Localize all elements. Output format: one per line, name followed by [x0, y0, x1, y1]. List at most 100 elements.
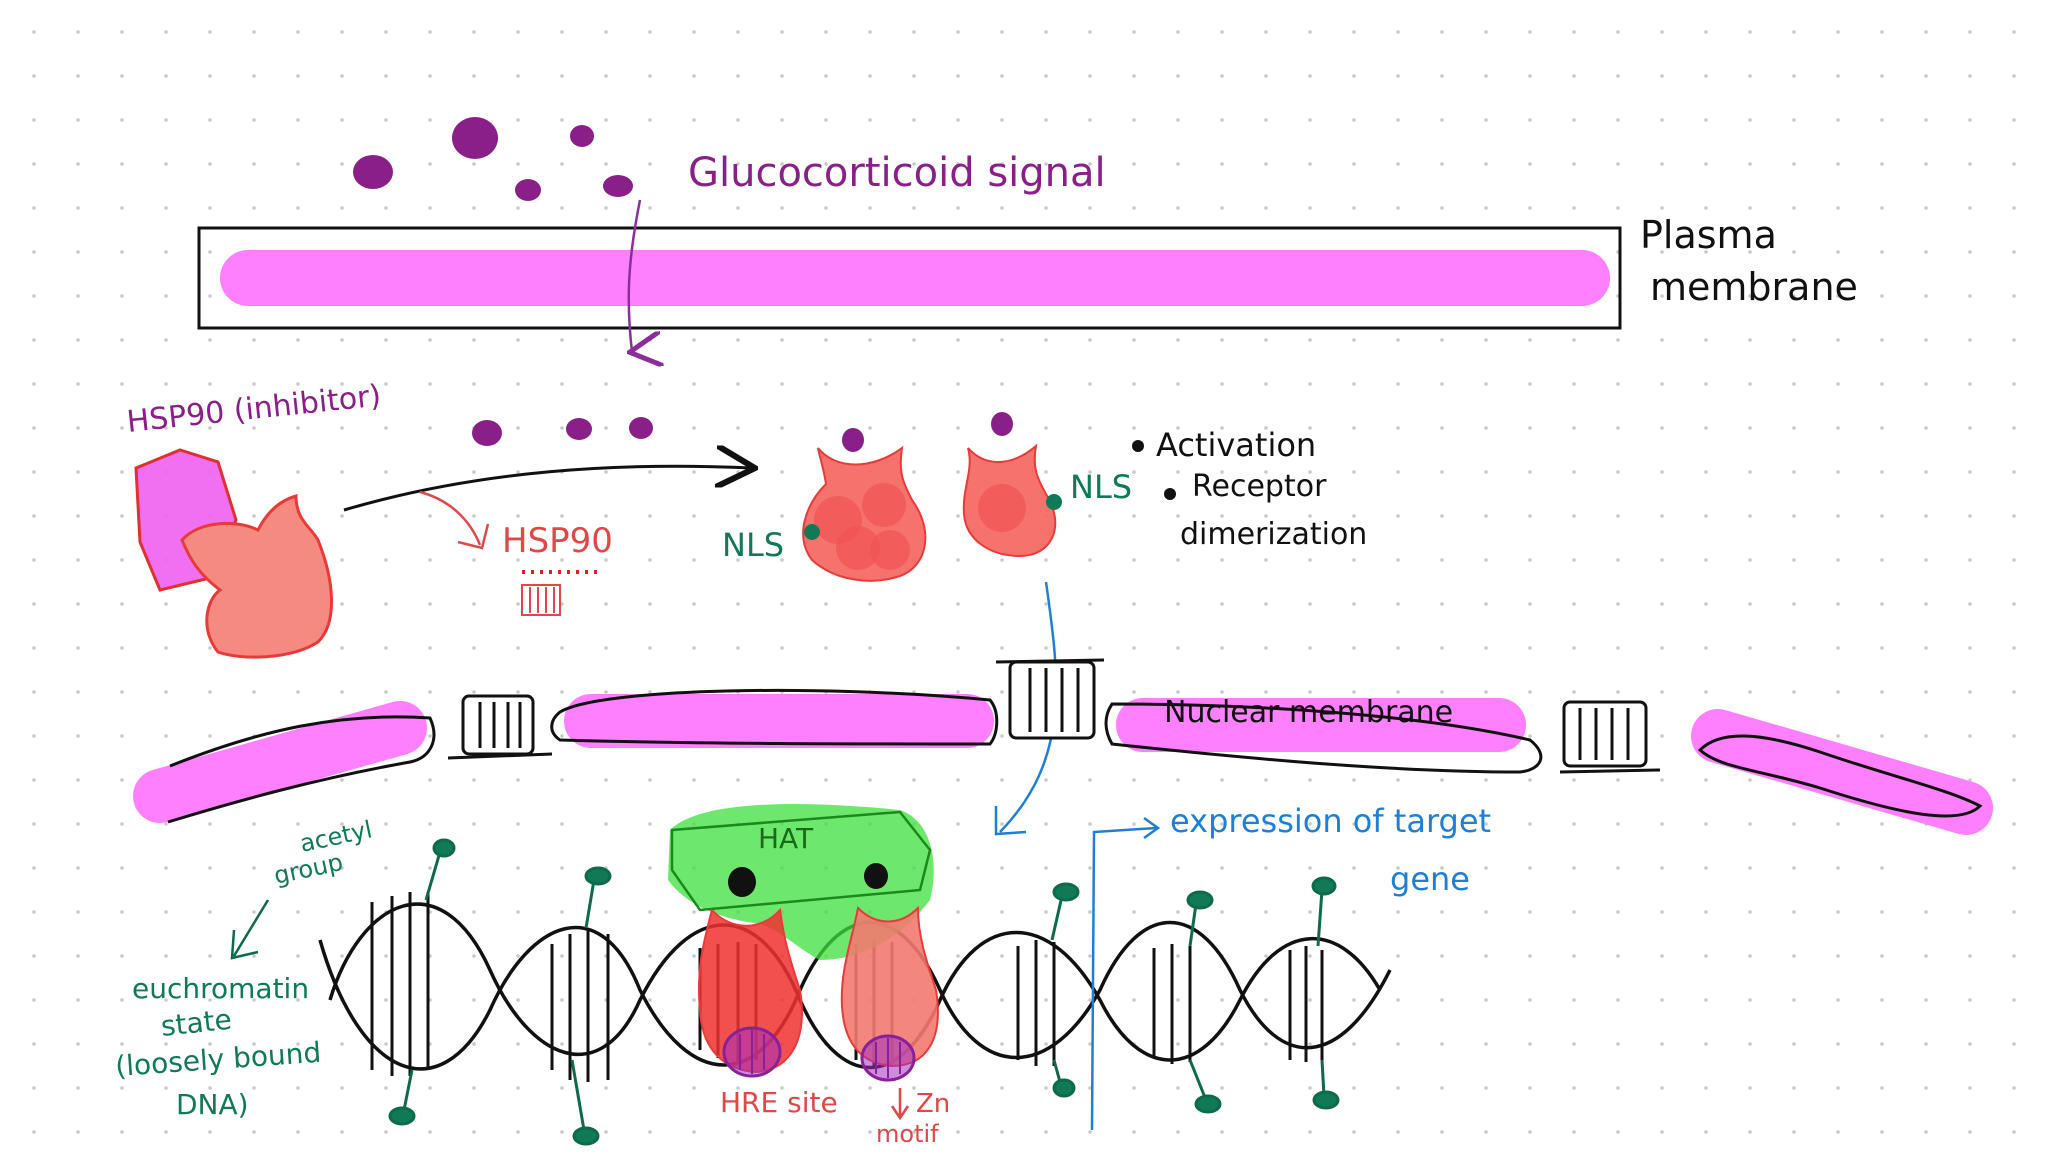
nuclear-envelope-segment	[1691, 709, 1993, 835]
hat-binding-dot	[864, 863, 888, 889]
event-dimerization: dimerization	[1180, 517, 1367, 552]
nuclear-pore-channels	[1578, 708, 1630, 760]
event-activation: Activation	[1156, 426, 1316, 464]
acetyl-group-icon	[1052, 882, 1080, 902]
acetyl-group-label-line2: group	[271, 848, 345, 890]
ligand-dot	[991, 412, 1013, 436]
inactive-receptor	[180, 494, 334, 659]
hsp90-released-label: HSP90	[502, 521, 613, 561]
receptor-left-blob	[836, 526, 880, 570]
bound-receptor-left	[697, 907, 803, 1074]
activation-arrow	[343, 466, 752, 512]
receptor-left-blob	[862, 483, 906, 527]
bullet	[1164, 488, 1176, 500]
euchromatin-label-line3: (loosely bound	[114, 1036, 322, 1083]
zn-motif-label-line1: Zn	[916, 1089, 950, 1119]
bound-receptor-right	[840, 905, 939, 1068]
hat-label: HAT	[758, 822, 814, 855]
plasma-membrane-bilayer	[220, 250, 1610, 306]
receptor-left-blob	[870, 530, 910, 570]
expression-arrowhead	[1143, 816, 1161, 840]
nuclear-pore	[447, 694, 553, 760]
acetyl-group-icon	[388, 1106, 416, 1126]
ligand-dot	[603, 175, 633, 197]
plasma-membrane-label-line2: membrane	[1650, 265, 1858, 309]
ligand-dot	[570, 125, 594, 147]
hsp90-receptor-complex	[134, 448, 334, 659]
activated-receptor-dimer	[802, 412, 1062, 582]
nuclear-membrane-label: Nuclear membrane	[1164, 695, 1453, 730]
nuclear-envelope-segment	[133, 701, 427, 823]
acetyl-group-icon	[1052, 1078, 1076, 1098]
nuclear-envelope-segment	[1116, 698, 1526, 752]
nuclear-pore-body	[1562, 700, 1648, 768]
hsp90-inhibitor-label: HSP90 (inhibitor)	[125, 378, 383, 439]
acetyl-group-icon	[584, 866, 612, 886]
ligand-dot	[629, 417, 653, 439]
nuclear-envelope-outline	[167, 715, 436, 824]
nuclear-pore	[995, 658, 1105, 740]
bullet	[1132, 440, 1144, 452]
hsp90-fragment-box	[521, 584, 561, 616]
hsp90-release-arrowhead	[457, 523, 490, 550]
dna-strand-top	[328, 902, 1382, 1070]
ligand-dot	[566, 418, 592, 440]
acetyl-group-icon	[572, 1126, 600, 1146]
euchromatin-label-line4: DNA)	[176, 1088, 249, 1121]
nuclear-pore-body	[461, 694, 535, 756]
ligand-dot	[353, 155, 393, 189]
nuclear-pore-channels	[478, 702, 522, 748]
hre-zinc-finger-left	[722, 1026, 782, 1078]
plasma-membrane	[197, 226, 1622, 330]
glucocorticoid-signal-label: Glucocorticoid signal	[688, 150, 1106, 196]
hre-site-label: HRE site	[720, 1086, 838, 1119]
nuclear-envelope-segment	[564, 694, 994, 748]
ligand-dot	[842, 428, 864, 452]
acetyl-group-icon	[1194, 1094, 1222, 1114]
nuclear-pore-top	[995, 658, 1105, 664]
nuclear-translocation-arrowhead	[994, 806, 1027, 836]
expression-label-line1: expression of target	[1170, 802, 1491, 840]
hsp90-fragment-lines	[529, 587, 555, 613]
plasma-membrane-label-line1: Plasma	[1640, 213, 1777, 257]
hsp90-fragment	[521, 584, 561, 616]
nuclear-pore-body	[1008, 660, 1096, 740]
nuclear-pore	[1559, 700, 1661, 774]
acetyl-group-icon	[1311, 876, 1337, 896]
ligand-dot	[515, 179, 541, 201]
hat-binding-dot	[728, 867, 756, 897]
nls-label-right: NLS	[1070, 468, 1132, 506]
free-ligands	[472, 417, 653, 446]
plasma-membrane-frame	[197, 226, 1622, 330]
zinc-finger-motif-right	[860, 1034, 916, 1082]
acetyl-group-arrow	[230, 899, 270, 960]
nuclear-envelope-outline	[1104, 702, 1543, 774]
ligand-dot	[452, 117, 498, 159]
zn-motif-arrow	[890, 1088, 910, 1121]
euchromatin-label-line1: euchromatin	[132, 972, 309, 1005]
hat-outline	[670, 810, 932, 912]
ligand-dot	[472, 420, 502, 446]
nuclear-pore-channels	[1028, 668, 1080, 732]
nuclear-envelope-outline	[1697, 734, 1983, 818]
acetyl-group-icon	[1186, 890, 1214, 910]
hsp90-release-arrow	[419, 490, 482, 546]
zn-motif-label-line2: motif	[876, 1120, 939, 1148]
acetyl-group-icon	[432, 838, 456, 858]
event-receptor: Receptor	[1192, 469, 1327, 504]
dna-bound-receptor-dimer	[697, 905, 939, 1082]
nls-label-left: NLS	[722, 526, 784, 564]
glucocorticoid-molecules	[353, 117, 633, 201]
expression-label-line2: gene	[1390, 860, 1470, 898]
nls-dot-right	[1046, 494, 1062, 510]
acetyl-groups	[388, 838, 1340, 1146]
euchromatin-label-line2: state	[159, 1003, 233, 1043]
acetyl-group-icon	[1312, 1090, 1340, 1110]
nuclear-membrane	[133, 688, 1993, 835]
receptor-right-blob	[978, 484, 1026, 532]
nls-dot-left	[804, 524, 820, 540]
ligand-entry-arrow	[629, 199, 640, 352]
nuclear-pore-base	[447, 752, 553, 760]
nuclear-pore-base	[1559, 768, 1661, 774]
